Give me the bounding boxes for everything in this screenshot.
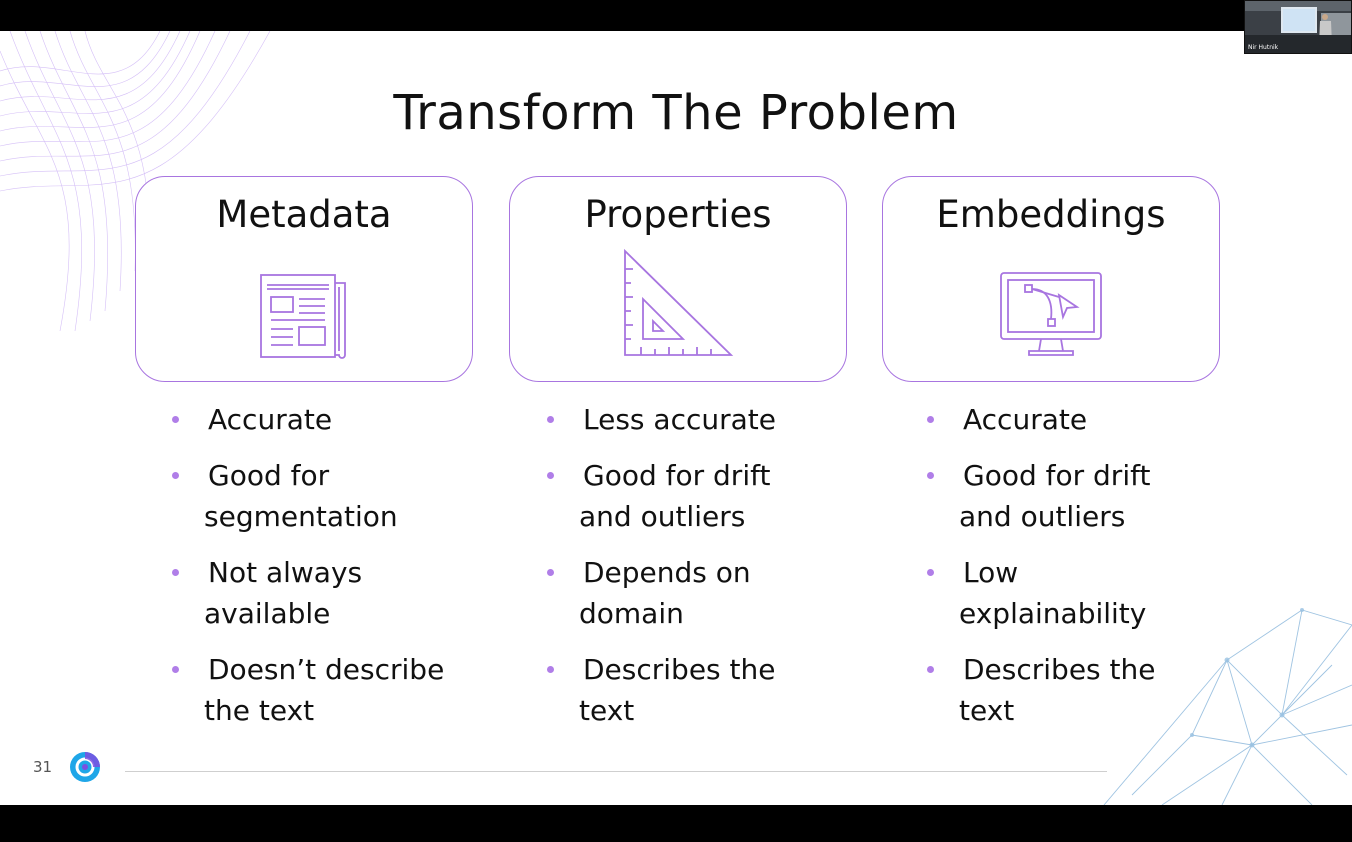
list-item: Good for drift and outliers	[927, 455, 1197, 537]
list-item: Accurate	[172, 399, 492, 440]
list-item: Depends on domain	[547, 552, 817, 634]
list-item: Describes the text	[927, 649, 1197, 731]
bullet-dot	[172, 416, 179, 423]
bullet-dot	[927, 472, 934, 479]
bullet-list-properties: Less accurate Good for drift and outlier…	[547, 399, 817, 746]
decorative-network-graphic	[1103, 608, 1352, 805]
bullet-dot	[172, 472, 179, 479]
list-item: Not always available	[172, 552, 492, 634]
participant-name-label: Nir Hutnik	[1248, 44, 1279, 51]
set-square-ruler-icon	[624, 249, 734, 356]
card-embeddings: Embeddings	[882, 176, 1220, 382]
bullet-dot	[927, 666, 934, 673]
card-properties: Properties	[509, 176, 847, 382]
newspaper-icon	[260, 274, 346, 359]
participant-video-thumbnail[interactable]: Nir Hutnik	[1244, 0, 1352, 54]
list-item: Accurate	[927, 399, 1197, 440]
slide-title: Transform The Problem	[393, 85, 959, 141]
video-feed-image	[1245, 1, 1351, 53]
list-item: Good for drift and outliers	[547, 455, 817, 537]
bullet-dot	[547, 472, 554, 479]
bullet-dot	[547, 666, 554, 673]
brand-logo-icon	[70, 752, 100, 782]
bullet-dot	[172, 569, 179, 576]
decorative-waves-graphic	[0, 31, 271, 332]
bottom-letterbox	[0, 805, 1352, 842]
slide-page-number: 31	[33, 758, 53, 776]
bullet-dot	[927, 416, 934, 423]
bullet-dot	[547, 416, 554, 423]
card-title-embeddings: Embeddings	[936, 193, 1166, 236]
bullet-dot	[547, 569, 554, 576]
card-metadata: Metadata	[135, 176, 473, 382]
bullet-list-embeddings: Accurate Good for drift and outliers Low…	[927, 399, 1197, 746]
card-title-properties: Properties	[584, 193, 772, 236]
bullet-list-metadata: Accurate Good for segmentation Not alway…	[172, 399, 492, 746]
monitor-vector-curve-icon	[1000, 272, 1102, 356]
presentation-slide: Transform The Problem Metadata Propertie…	[0, 31, 1352, 805]
footer-divider	[125, 771, 1107, 772]
bullet-dot	[927, 569, 934, 576]
list-item: Doesn’t describe the text	[172, 649, 492, 731]
list-item: Describes the text	[547, 649, 817, 731]
top-letterbox	[0, 0, 1352, 31]
list-item: Good for segmentation	[172, 455, 492, 537]
list-item: Low explainability	[927, 552, 1197, 634]
list-item: Less accurate	[547, 399, 817, 440]
card-title-metadata: Metadata	[216, 193, 392, 236]
bullet-dot	[172, 666, 179, 673]
